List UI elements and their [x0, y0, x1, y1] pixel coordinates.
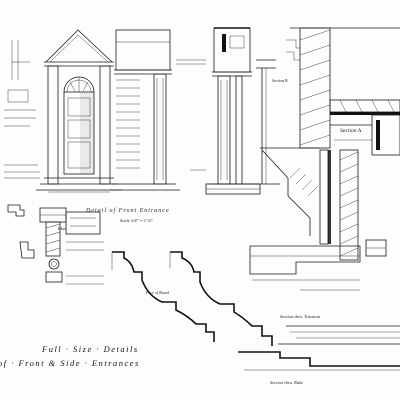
left-detail-column	[4, 40, 40, 179]
svg-text:Face of Board: Face of Board	[145, 290, 170, 295]
rake-section: Section thru. Transom	[249, 147, 387, 319]
column-section	[205, 27, 280, 195]
section-front-label: Section thru. Transom	[280, 314, 321, 319]
entrance-detail-label: Detail of Front Entrance	[85, 207, 170, 214]
sheet-title-line1: Full · Size · Details	[41, 344, 139, 354]
sheet-title-line2: of · Front & Side · Entrances	[0, 358, 140, 368]
section-b-label: Section B	[272, 78, 288, 83]
scale-label: Scale 3/4" = 1'-0"	[120, 218, 153, 223]
sheet-title-block: Full · Size · Details of · Front & Side …	[0, 344, 140, 368]
plan-label: Plan	[57, 226, 66, 231]
door-elevation	[36, 29, 122, 193]
entrance-detail-caption: Detail of Front Entrance Scale 3/4" = 1'…	[85, 207, 170, 223]
side-elevation	[110, 29, 206, 191]
section-a-detail	[286, 27, 400, 156]
sill-section: Section thru. Rake	[238, 325, 400, 385]
section-side-label: Section thru. Rake	[270, 380, 303, 385]
section-b-note: Section A Section B	[272, 78, 362, 134]
small-profile-details	[7, 204, 104, 285]
crown-molding-profiles: Face of Board	[111, 251, 273, 346]
section-a-label: Section A	[340, 128, 362, 134]
